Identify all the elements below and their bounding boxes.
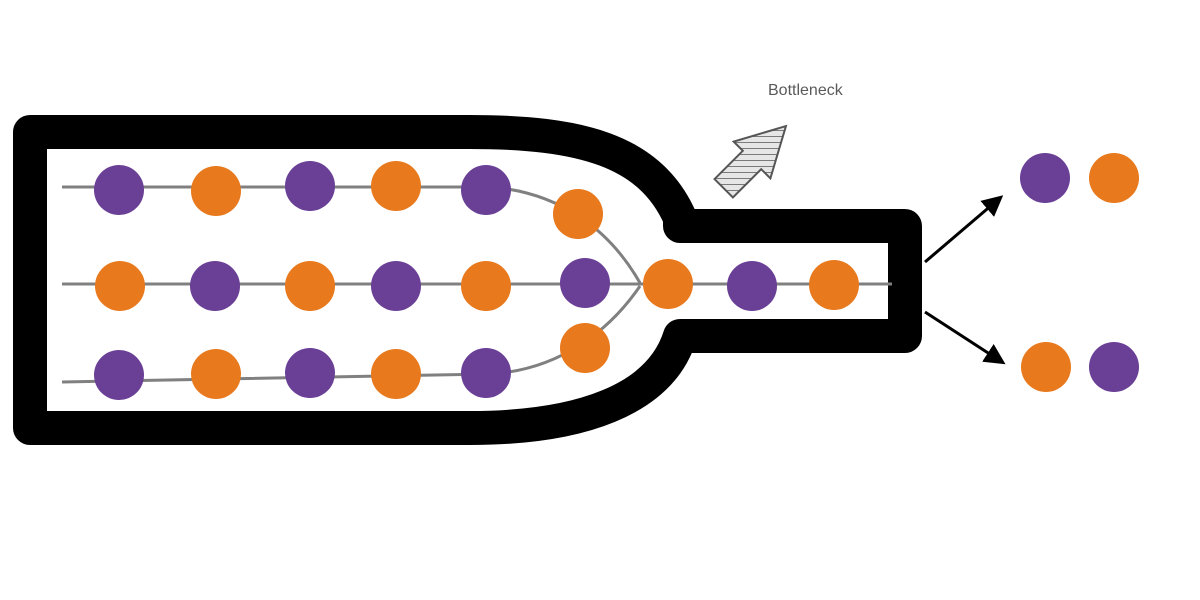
purple-ball — [285, 161, 335, 211]
orange-ball — [191, 166, 241, 216]
purple-ball — [190, 261, 240, 311]
purple-ball — [285, 348, 335, 398]
exit-arrow-up — [924, 195, 1004, 264]
row-bottom-balls — [94, 323, 610, 400]
purple-ball — [560, 258, 610, 308]
row-middle-balls — [95, 258, 859, 311]
purple-ball — [371, 261, 421, 311]
output-balls — [1020, 153, 1139, 392]
bottle-outline — [13, 115, 922, 445]
bottleneck-arrow-icon — [713, 124, 788, 199]
exit-arrow-down — [924, 310, 1006, 365]
orange-ball — [95, 261, 145, 311]
output-orange-ball — [1021, 342, 1071, 392]
orange-ball — [191, 349, 241, 399]
row-top-balls — [94, 161, 603, 239]
orange-ball — [560, 323, 610, 373]
purple-ball — [94, 350, 144, 400]
orange-ball — [553, 189, 603, 239]
purple-ball — [727, 261, 777, 311]
orange-ball — [371, 161, 421, 211]
purple-ball — [94, 165, 144, 215]
orange-ball — [285, 261, 335, 311]
output-purple-ball — [1020, 153, 1070, 203]
bottleneck-label: Bottleneck — [768, 82, 844, 99]
orange-ball — [371, 349, 421, 399]
output-orange-ball — [1089, 153, 1139, 203]
orange-ball — [643, 259, 693, 309]
output-purple-ball — [1089, 342, 1139, 392]
track-bottom — [61, 285, 642, 384]
purple-ball — [461, 348, 511, 398]
purple-ball — [461, 165, 511, 215]
track-top — [62, 185, 642, 284]
orange-ball — [809, 260, 859, 310]
orange-ball — [461, 261, 511, 311]
